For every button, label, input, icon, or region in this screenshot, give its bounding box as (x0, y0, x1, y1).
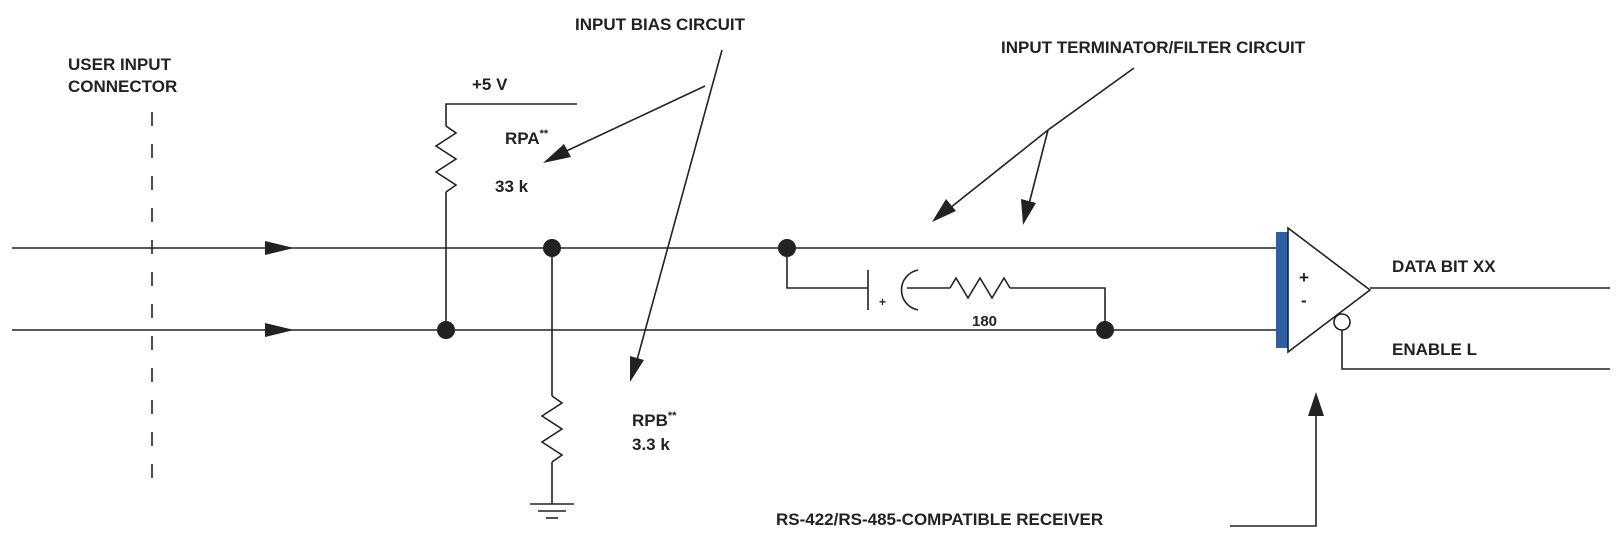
receiver-pointer-arrow-icon (1308, 392, 1324, 416)
receiver-enable-bubble (1333, 313, 1351, 331)
rpb-label: RPB** (632, 410, 677, 430)
receiver-minus-input: - (1301, 291, 1307, 310)
bias-pointer-to-rpa (559, 85, 706, 155)
supply-label: +5 V (472, 75, 508, 94)
receiver-triangle (1287, 226, 1372, 354)
terminator-lead-right (1010, 287, 1106, 330)
receiver-input-bar (1276, 232, 1288, 348)
terminator-circuit-label: INPUT TERMINATOR/FILTER CIRCUIT (1001, 38, 1306, 57)
terminator-pointer-cap-arrow-icon (932, 199, 956, 222)
bias-circuit-label: INPUT BIAS CIRCUIT (575, 15, 746, 34)
rpb-resistor (540, 395, 564, 463)
top-wire-direction-arrow-icon (265, 241, 294, 255)
terminator-resistor-value: 180 (972, 313, 997, 330)
terminator-pointer-res-arrow-icon (1021, 199, 1036, 225)
connector-label-line1: USER INPUT (68, 55, 172, 74)
terminator-resistor (949, 276, 1011, 300)
capacitor-plate-curved (900, 269, 919, 311)
bias-pointer-rpa-arrow-icon (543, 144, 571, 163)
terminator-pointer-to-capacitor (949, 129, 1049, 209)
rpa-value: 33 k (495, 177, 529, 196)
junction-dot-rpa-bottom (437, 321, 455, 339)
rpb-value: 3.3 k (632, 435, 670, 454)
rpa-label: RPA** (505, 128, 549, 148)
terminator-lead-left (786, 248, 868, 289)
receiver-plus-input: + (1299, 268, 1309, 287)
receiver-pointer (1230, 414, 1317, 527)
terminator-pointer-to-resistor (1028, 129, 1049, 205)
bottom-wire-direction-arrow-icon (265, 323, 294, 337)
rpa-resistor (434, 125, 458, 193)
bias-pointer-to-rpb (636, 49, 723, 361)
enable-line (1341, 330, 1610, 370)
bias-pointer-rpb-arrow-icon (630, 356, 644, 382)
receiver-label: RS-422/RS-485-COMPATIBLE RECEIVER (776, 510, 1103, 529)
terminator-pointer-main (1047, 67, 1135, 131)
enable-label: ENABLE L (1392, 340, 1477, 359)
junction-dot-rpb-top (543, 239, 561, 257)
capacitor-polarity-mark: + (879, 295, 886, 309)
supply-rail (445, 103, 577, 126)
data-output-label: DATA BIT XX (1392, 257, 1496, 276)
connector-label-line2: CONNECTOR (68, 77, 177, 96)
